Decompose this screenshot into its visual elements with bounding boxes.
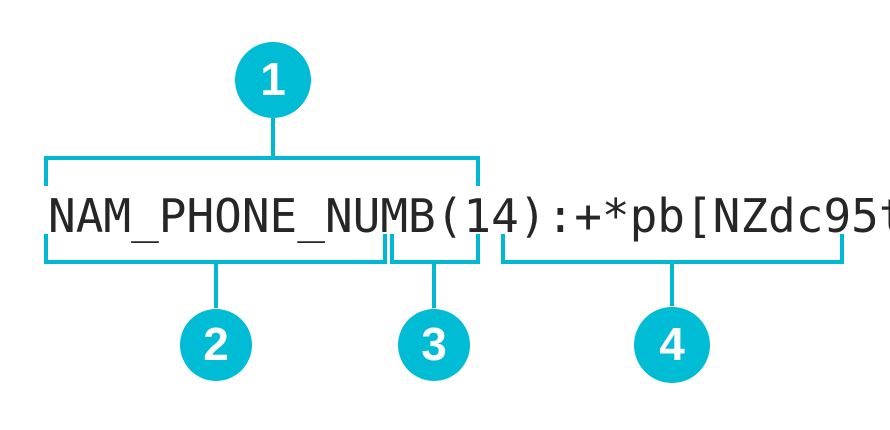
marker-4[interactable]: 4	[634, 307, 710, 383]
marker-4-label: 4	[659, 318, 685, 370]
bracket-4-group	[501, 234, 844, 306]
code-string: NAM_PHONE_NUMB(14):+*pb[NZdc95tLB	[48, 189, 890, 243]
marker-3-label: 3	[421, 318, 447, 370]
bracket-top	[44, 156, 480, 186]
marker-2-circle	[180, 309, 252, 381]
marker-1[interactable]: 1	[235, 42, 311, 118]
marker-4-circle	[634, 307, 710, 383]
bracket-3-group	[390, 234, 480, 308]
marker-3-circle	[398, 309, 470, 381]
marker-1-circle	[235, 42, 311, 118]
bracket-2-group	[44, 234, 387, 308]
marker-3[interactable]: 3	[398, 309, 470, 381]
marker-2-label: 2	[203, 318, 229, 370]
marker-2[interactable]: 2	[180, 309, 252, 381]
bracket-top-group	[44, 118, 480, 186]
marker-1-label: 1	[260, 53, 286, 105]
